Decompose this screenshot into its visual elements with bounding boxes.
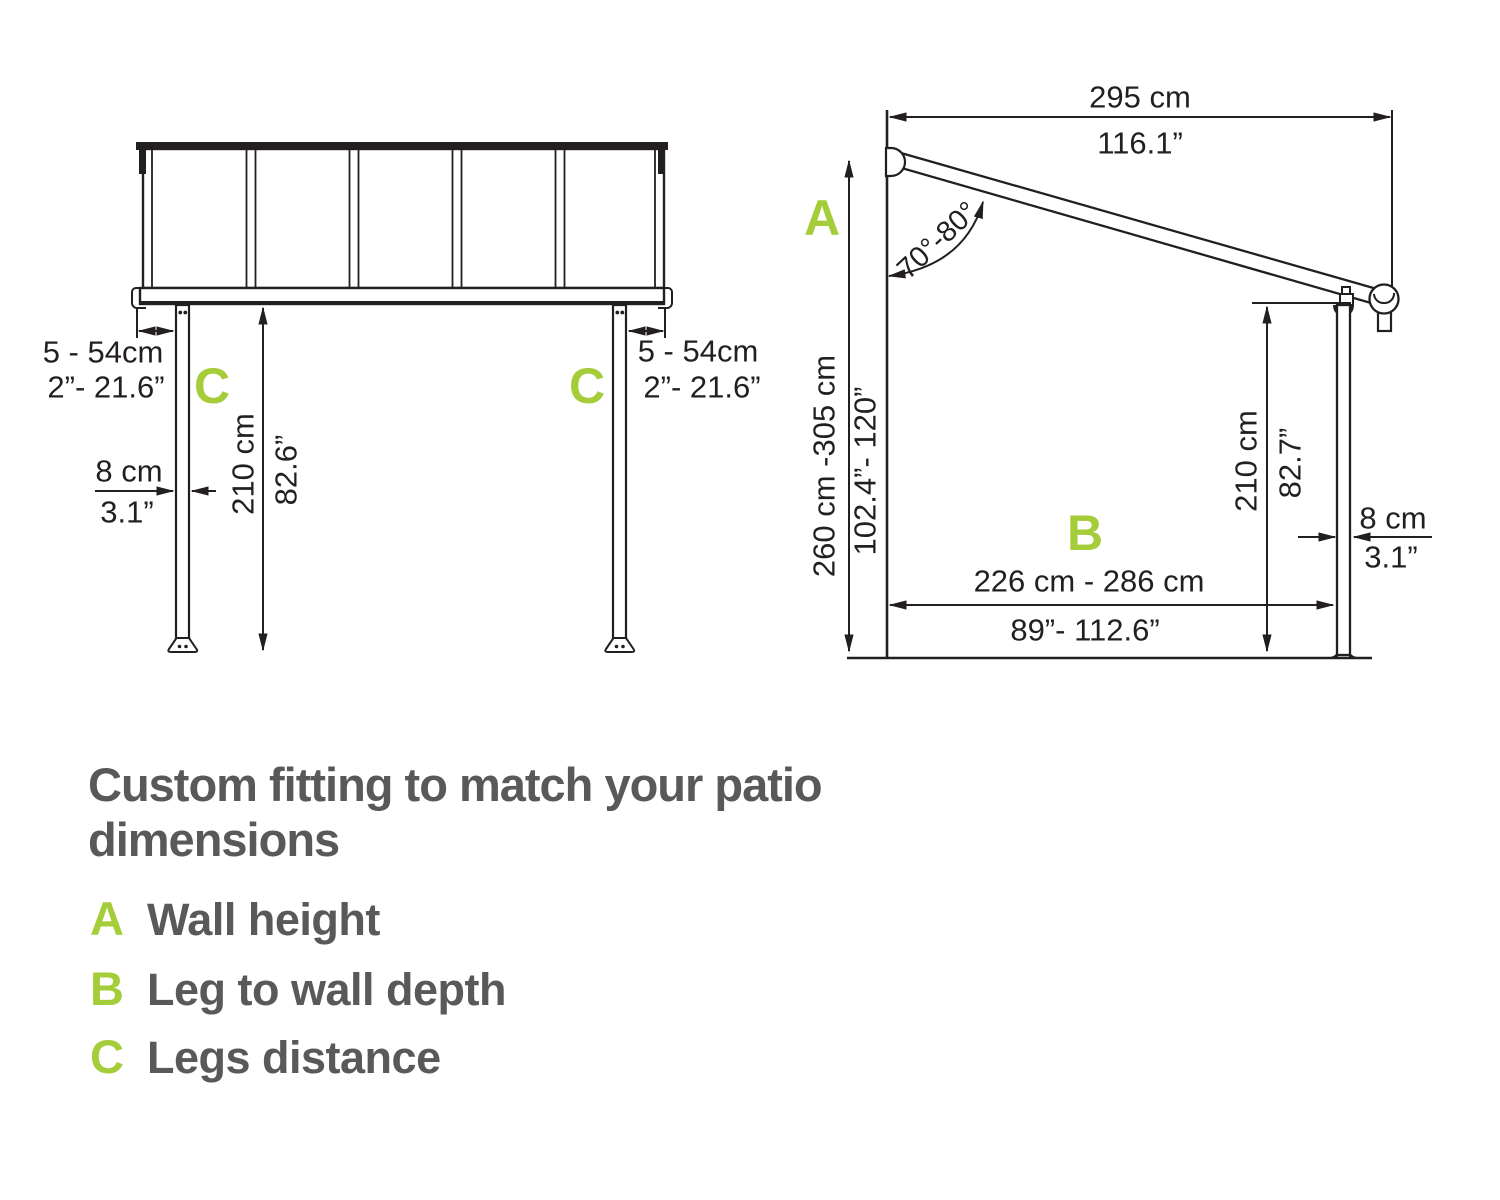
front-label-c-left: C [193,358,231,414]
side-label-a: A [803,190,841,246]
canopy-corner-right [658,150,665,174]
wall-bracket [884,146,907,178]
legend-item-legs-distance: C Legs distance [90,1030,441,1084]
front-leg-height-in: 82.6” [268,434,304,506]
side-wall-height-in: 102.4”- 120” [847,386,883,556]
front-label-c-right: C [568,358,606,414]
front-view-drawing [95,142,673,653]
front-view-dimensions [95,306,666,652]
diagram-canvas [95,110,1432,660]
side-leg-height-in: 82.7” [1272,427,1308,499]
front-leg-right [604,303,636,653]
side-projection-in: 116.1” [1097,125,1183,161]
gutter-beam-shadow [140,301,664,305]
legend-label-a: Wall height [147,894,380,945]
side-depth-in: 89”- 112.6” [1010,612,1160,648]
side-label-b: B [1066,505,1104,561]
legend-key-b: B [90,962,124,1015]
side-projection-cm: 295 cm [1089,79,1191,115]
caption-title-line1: Custom fitting to match your patio [88,758,823,811]
legend-item-wall-height: A Wall height [90,892,380,946]
gutter-profile [1368,283,1400,315]
side-leg-width-cm: 8 cm [1359,500,1427,536]
front-leg-height-cm: 210 cm [225,413,261,515]
side-wall-height-cm: 260 cm -305 cm [806,354,842,578]
front-leg-width-in: 3.1” [100,494,154,530]
side-view-dimensions [844,110,1432,653]
legend-label-b: Leg to wall depth [147,964,507,1015]
legend-key-a: A [90,892,124,945]
gutter-drop [1376,310,1393,333]
side-view-drawing [844,110,1432,660]
gutter-profile-detail [1373,292,1395,304]
front-leg-width-cm: 8 cm [95,453,163,489]
canopy-corner-left [139,150,146,174]
side-leg-height-cm: 210 cm [1228,410,1264,512]
legend-item-leg-to-wall-depth: B Leg to wall depth [90,962,507,1016]
front-leg-offset-cm: 5 - 54cm [42,334,164,370]
front-leg-offset-cm-right: 5 - 54cm [637,333,759,369]
front-leg-left [167,303,199,653]
canopy-panel-frame [141,147,666,290]
legend-key-c: C [90,1030,124,1083]
canopy-top-profile [136,142,668,150]
side-leg-width-in: 3.1” [1364,539,1418,575]
front-leg-offset-in: 2”- 21.6” [47,369,165,405]
side-depth-cm: 226 cm - 286 cm [973,563,1205,599]
legend-label-c: Legs distance [147,1032,441,1083]
caption-title: Custom fitting to match your patio dimen… [88,757,823,867]
side-leg [1330,286,1357,657]
front-leg-offset-in-right: 2”- 21.6” [643,369,761,405]
caption-title-line2: dimensions [88,813,340,866]
panel-dividers [151,150,656,287]
